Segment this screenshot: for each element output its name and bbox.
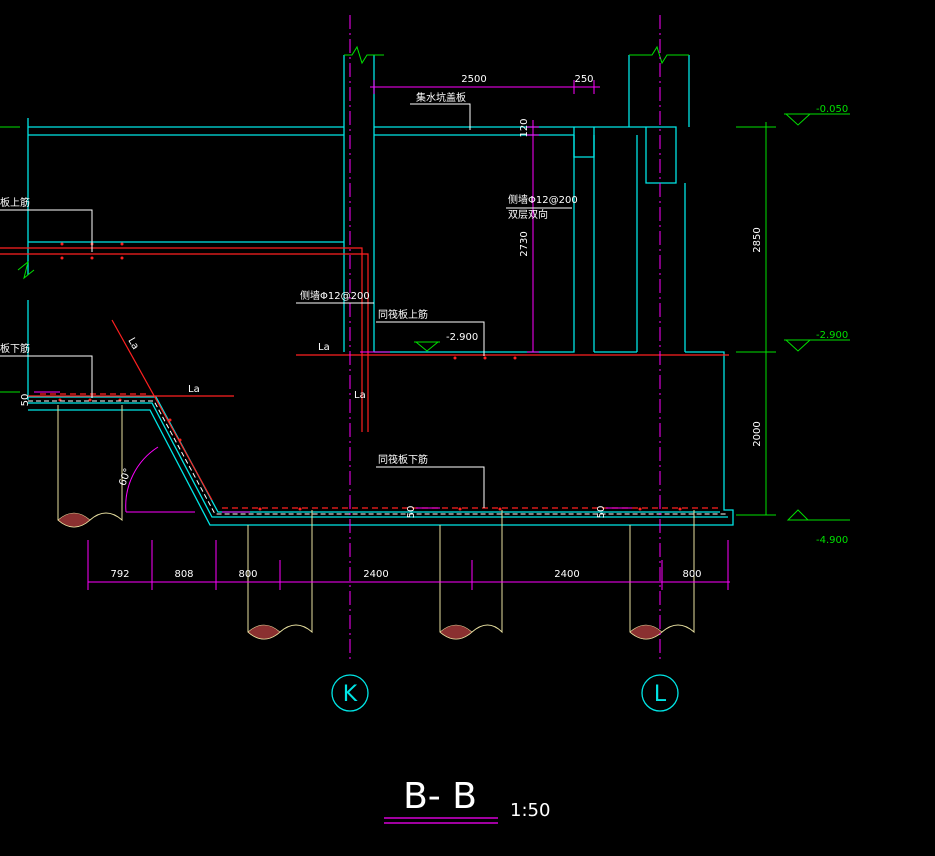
label-left-bottom: 板下筋: [0, 342, 30, 355]
title-scale: 1:50: [510, 800, 550, 821]
dim-top-small: 250: [574, 74, 593, 85]
label-la-4: La: [125, 336, 140, 352]
dim-bottom-5: 2400: [554, 569, 579, 580]
break-marks: [17, 45, 689, 280]
dimension-text: 2500 250 120 2730 2850 2000 792 808 800 …: [20, 74, 763, 580]
elevation-text: -0.050 -2.900 -4.900 -2.900: [446, 104, 848, 546]
note-text: 集水坑盖板 侧墙Φ12@200 双层双向 侧墙Φ12@200 同筏板上筋 同筏板…: [0, 91, 578, 466]
piles: [57, 405, 695, 640]
dim-right-lower: 2000: [752, 421, 763, 446]
label-side-bar-left: 侧墙Φ12@200: [300, 289, 370, 302]
bottom-bars-dashed: [28, 393, 726, 515]
label-la-3: La: [354, 390, 366, 401]
elev-top: -0.050: [816, 104, 848, 115]
label-side-bar-note: 双层双向: [508, 208, 548, 221]
title-section: B- B: [403, 776, 477, 817]
dim-bottom-2: 808: [174, 569, 193, 580]
dim-bottom-3: 800: [238, 569, 257, 580]
axis-label-l: L: [654, 682, 667, 707]
axis-label-k: K: [343, 682, 358, 707]
label-slab-bottom: 同筏板下筋: [378, 453, 428, 466]
label-la-1: La: [318, 342, 330, 353]
label-slab-top: 同筏板上筋: [378, 308, 428, 321]
dim-bottom-6: 800: [682, 569, 701, 580]
elev-mid: -2.900: [816, 330, 848, 341]
reinforcement: [0, 242, 729, 511]
dim-right-upper: 2850: [752, 227, 763, 252]
dim-angle: 60°: [117, 467, 133, 487]
dimension-lines: [34, 80, 730, 590]
axis-lines: K L: [331, 15, 679, 712]
dim-bottom-4: 2400: [363, 569, 388, 580]
dim-wall-thk: 120: [519, 118, 530, 137]
dim-inner-height: 2730: [519, 231, 530, 256]
dim-top-width: 2500: [461, 74, 486, 85]
dim-left-50: 50: [20, 394, 31, 407]
leader-lines: [0, 103, 572, 508]
dim-mid-50-a: 50: [406, 506, 417, 519]
dim-bottom-1: 792: [110, 569, 129, 580]
axis-bubble-l: [641, 674, 679, 712]
section-title: B- B 1:50: [384, 776, 550, 824]
elev-inner: -2.900: [446, 332, 478, 343]
label-la-2: La: [188, 384, 200, 395]
elevation-dims: [0, 113, 850, 521]
elev-bottom: -4.900: [816, 535, 848, 546]
title-underline: [384, 817, 498, 824]
label-pit-cover: 集水坑盖板: [416, 91, 466, 104]
structure-outline: [27, 55, 734, 526]
dim-mid-50-b: 50: [596, 506, 607, 519]
axis-bubble-k: [331, 674, 369, 712]
label-left-top: 板上筋: [0, 196, 30, 209]
label-side-bar: 侧墙Φ12@200: [508, 193, 578, 206]
